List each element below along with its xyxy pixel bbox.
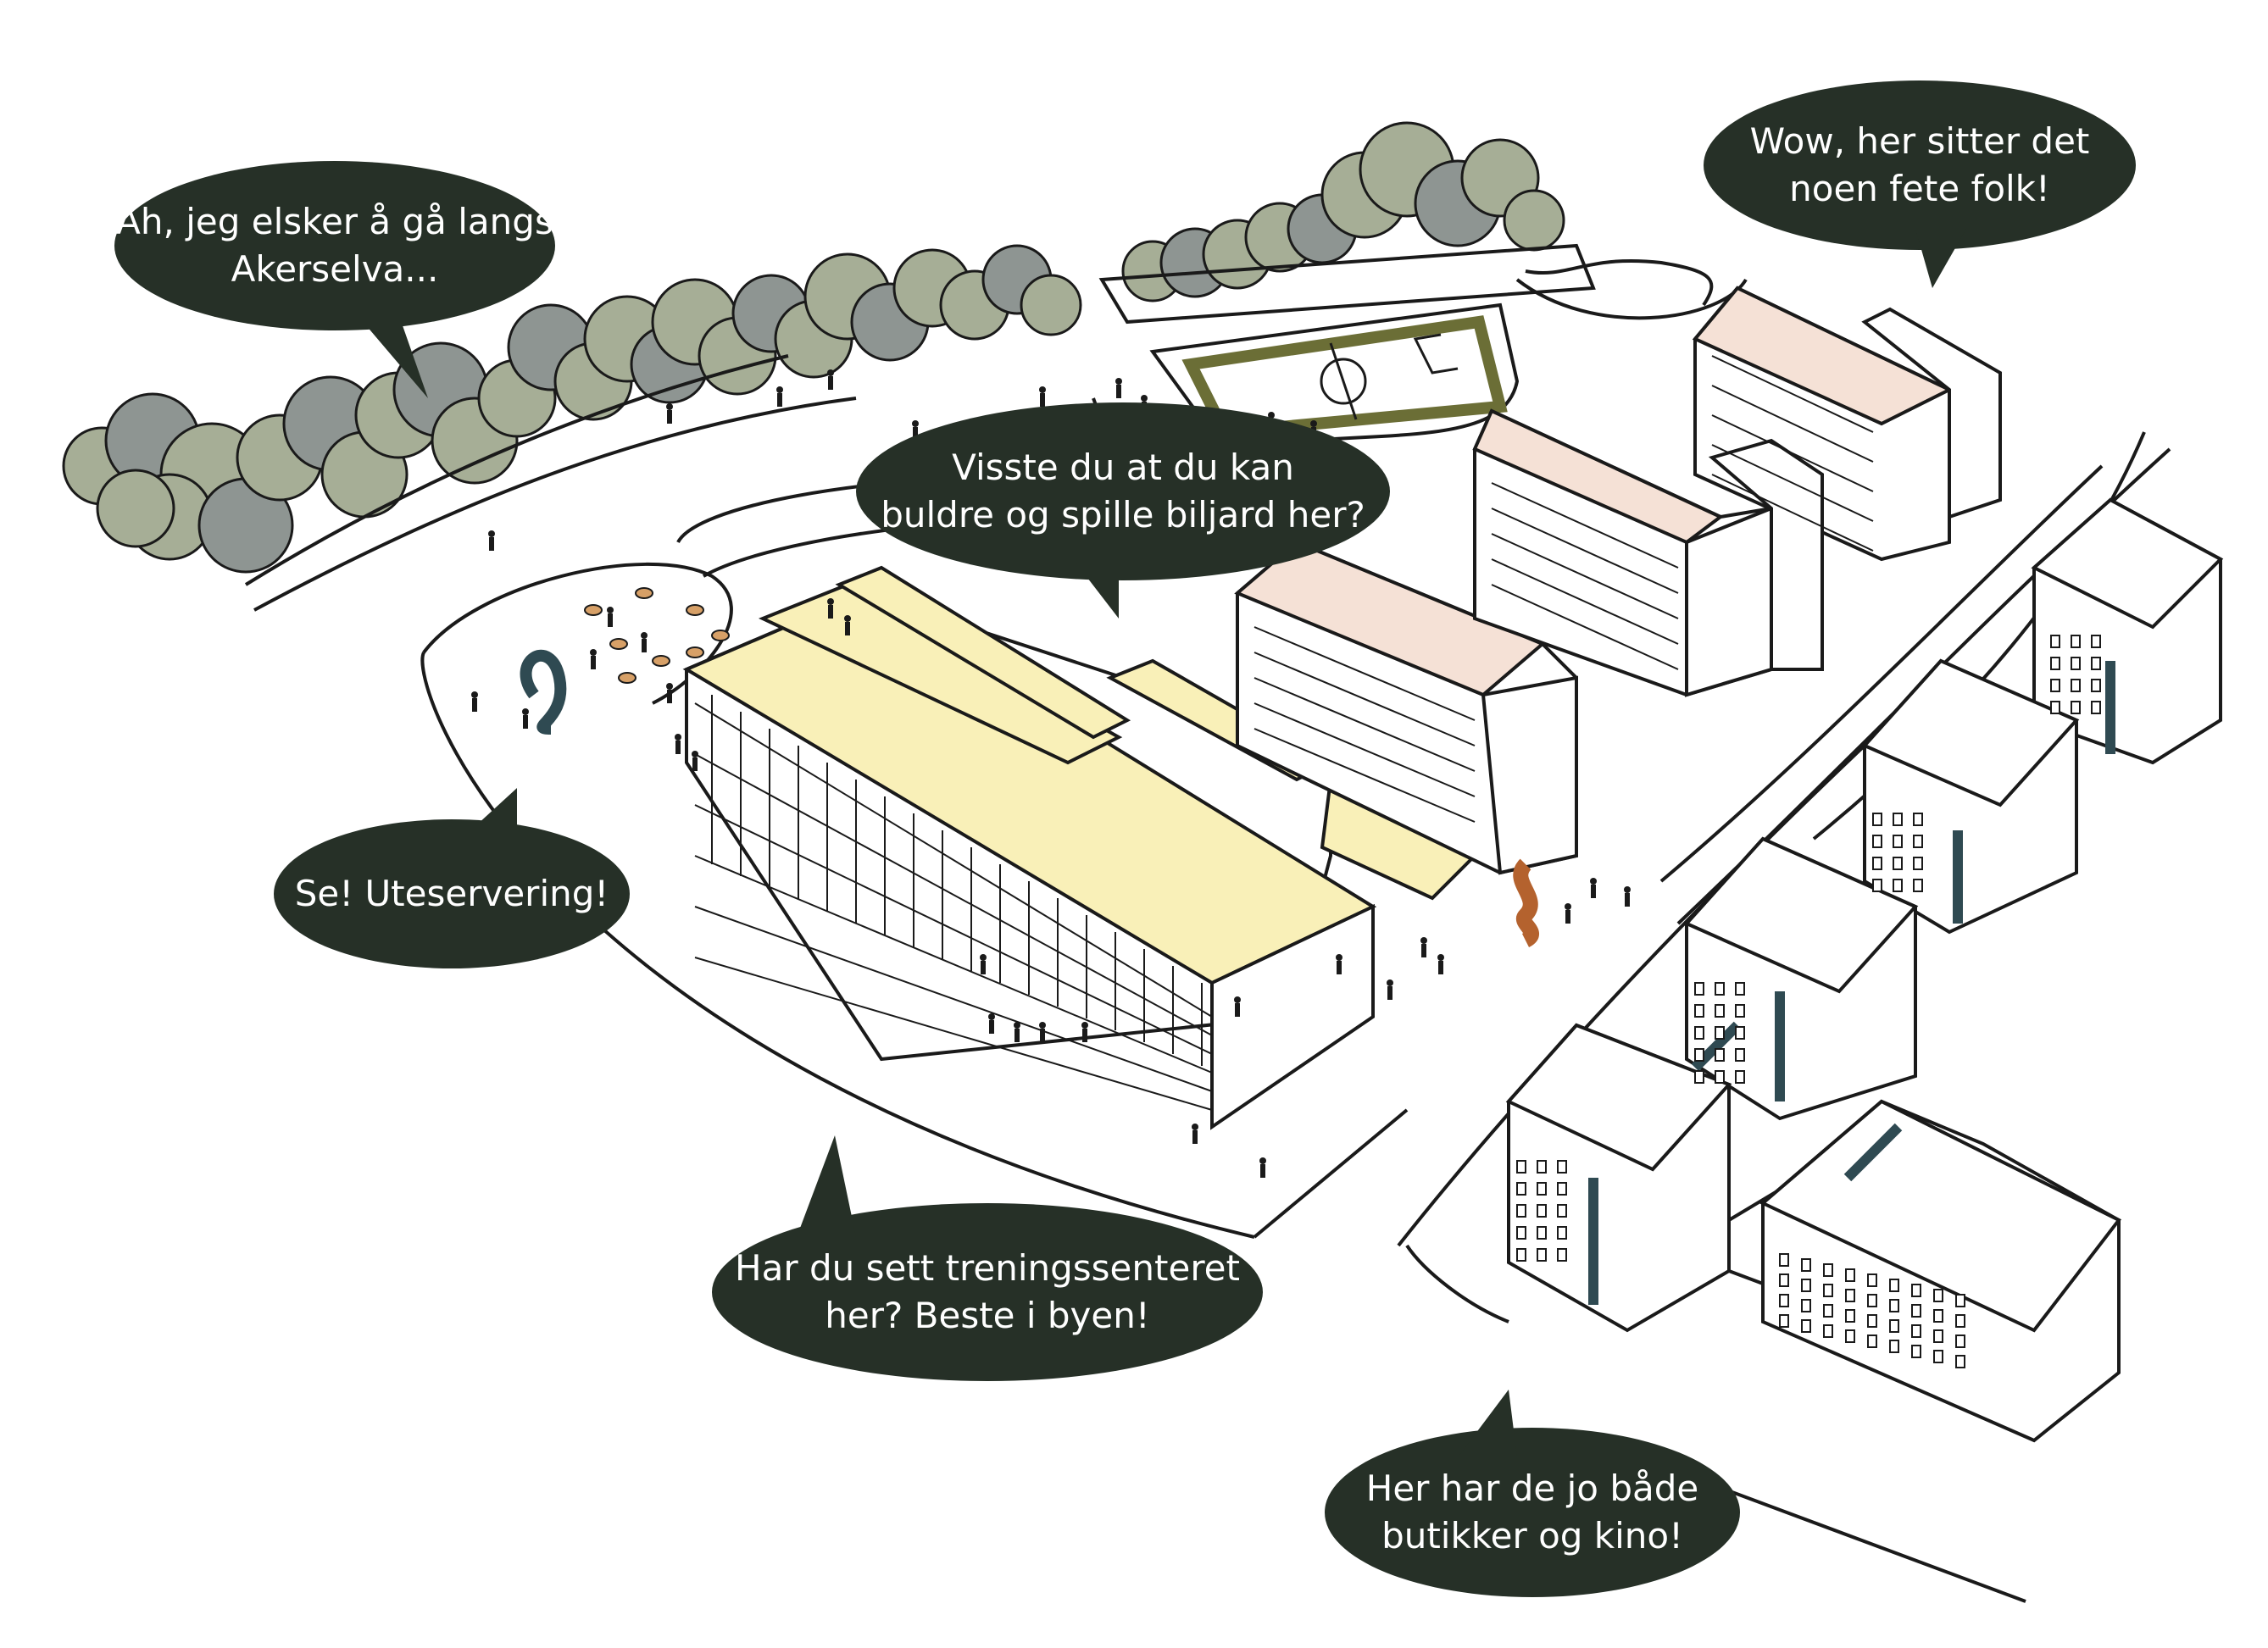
speech-bubble-buldre [856,402,1390,619]
sculpture-icon [520,649,1539,948]
window-grid [1516,635,2101,1368]
speech-bubble-trening [712,1135,1263,1381]
tree-icon [1503,189,1565,252]
cafe-table-icon [584,587,730,684]
tree-icon [1020,274,1082,336]
office-building [1234,286,2002,875]
tree-cluster-icon [1121,121,1565,302]
speech-bubble-akerselva [114,161,555,398]
speech-bubble-folk [1704,80,2136,288]
speech-bubble-butikker [1325,1390,1740,1597]
window-grid [694,695,1213,1111]
main-building [682,565,1478,1130]
tree-icon [96,469,175,548]
speech-bubble-uteservering [274,788,630,968]
residential-blocks [1505,497,2224,1443]
tree-cluster-icon [62,244,1082,574]
person-icon [471,369,1631,1178]
window-grid [1254,355,1874,823]
